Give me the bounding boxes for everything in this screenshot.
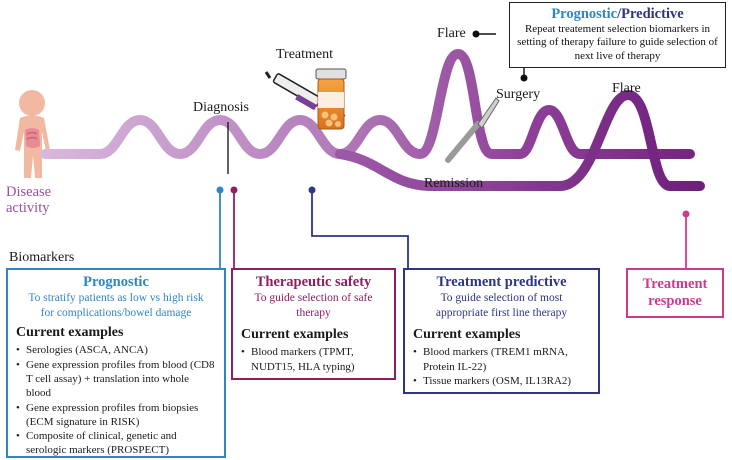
- disease-activity-label: Disease activity: [6, 184, 52, 217]
- predictive-connector: [311, 190, 409, 268]
- prognostic-examples-heading: Current examples: [16, 324, 124, 340]
- treatment-response-box: Treatment response: [626, 268, 724, 318]
- list-item: Blood markers (TREM1 mRNA, Protein IL-22…: [413, 345, 590, 374]
- scalpel-icon: [445, 97, 500, 163]
- predictive-examples-list: Blood markers (TREM1 mRNA, Protein IL-22…: [413, 345, 590, 388]
- disease-activity-wave: [40, 48, 695, 160]
- flare-label-1: Flare: [437, 26, 466, 41]
- remission-label: Remission: [424, 176, 484, 191]
- pill-bottle-icon: [315, 68, 347, 130]
- list-item: Gene expression profiles from blood (CD8…: [16, 358, 216, 401]
- safety-subtitle: To guide selection of safe therapy: [254, 291, 373, 319]
- prognostic-examples-list: Serologies (ASCA, ANCA) Gene expression …: [16, 343, 216, 457]
- predictive-examples-heading: Current examples: [413, 326, 521, 342]
- safety-examples-heading: Current examples: [241, 326, 349, 342]
- flare-pointer-dot: [472, 30, 480, 38]
- list-item: Serologies (ASCA, ANCA): [16, 343, 216, 358]
- prognostic-predictive-box: Prognostic/Predictive Repeat treatement …: [509, 2, 726, 68]
- predictive-subtitle: To guide selection of most appropriate f…: [435, 291, 568, 319]
- surgery-label: Surgery: [496, 87, 541, 102]
- list-item: Tissue markers (OSM, IL13RA2): [413, 374, 590, 389]
- treatment-predictive-box: Treatment predictive To guide selection …: [403, 268, 600, 394]
- title-separator: /: [617, 6, 622, 22]
- title-predictive: Predictive: [621, 6, 684, 22]
- list-item: Gene expression profiles from biopsies (…: [16, 401, 216, 430]
- title-prognostic: Prognostic: [551, 6, 618, 22]
- safety-examples-list: Blood markers (TPMT, NUDT15, HLA typing): [241, 345, 386, 374]
- diagnosis-label: Diagnosis: [193, 100, 249, 115]
- safety-title: Therapeutic safety: [255, 274, 372, 290]
- list-item: Blood markers (TPMT, NUDT15, HLA typing): [241, 345, 386, 374]
- list-item: Composite of clinical, genetic and serol…: [16, 429, 216, 458]
- biomarkers-label: Biomarkers: [9, 250, 75, 265]
- predictive-title: Treatment predictive: [436, 274, 567, 290]
- treatment-label: Treatment: [276, 47, 334, 62]
- prognostic-predictive-text: Repeat treatement selection biomarkers i…: [517, 22, 718, 63]
- prognostic-box: Prognostic To stratify patients as low v…: [6, 268, 226, 458]
- prognostic-predictive-title: Prognostic/Predictive: [516, 6, 719, 23]
- flare-label-2: Flare: [612, 81, 641, 96]
- person-icon: [15, 90, 50, 178]
- prognostic-subtitle: To stratify patients as low vs high risk…: [28, 291, 204, 319]
- remission-wave: [335, 89, 705, 191]
- prognostic-title: Prognostic: [83, 274, 149, 290]
- therapeutic-safety-box: Therapeutic safety To guide selection of…: [231, 268, 396, 380]
- response-title: Treatment response: [642, 276, 708, 309]
- surgery-pointer-dot: [520, 74, 528, 82]
